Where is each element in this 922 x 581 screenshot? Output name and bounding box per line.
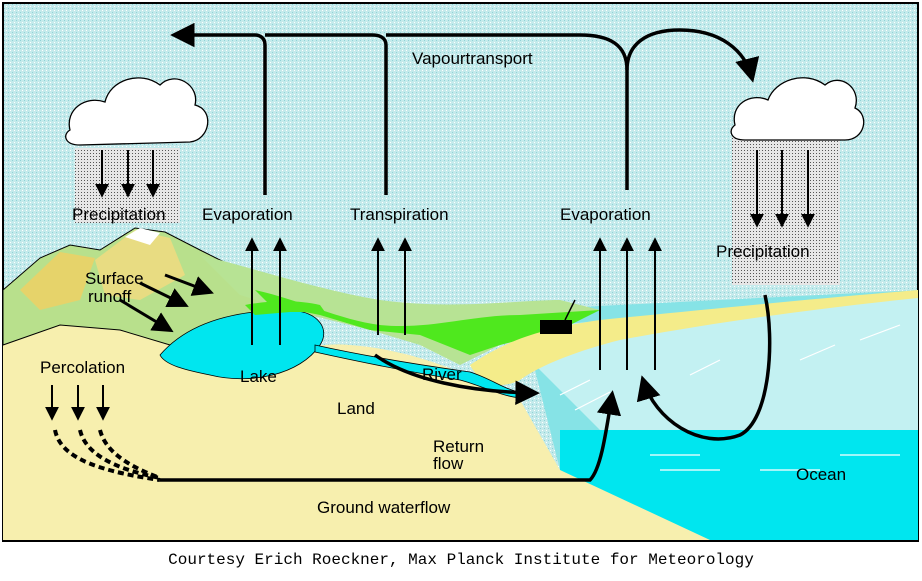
caption: Courtesy Erich Roeckner, Max Planck Inst… — [168, 551, 754, 569]
label-percolation: Percolation — [40, 358, 125, 377]
town-building — [540, 320, 572, 334]
return-flow-arrow — [373, 353, 540, 405]
label-vapour-transport: Vapourtransport — [412, 49, 533, 68]
vapour-transport-arrows — [170, 22, 760, 195]
label-ocean: Ocean — [796, 465, 846, 484]
label-surface-runoff-1: Surface — [85, 269, 144, 288]
precip-arrows-left — [95, 150, 160, 198]
evap-arrows-ocean — [593, 237, 662, 370]
label-lake: Lake — [240, 367, 277, 386]
transpiration-arrows — [371, 237, 412, 335]
label-return-flow-2: flow — [433, 454, 464, 473]
mountain-peak-2 — [95, 230, 185, 300]
label-evaporation-left: Evaporation — [202, 205, 293, 224]
beach — [470, 290, 918, 385]
label-evaporation-right: Evaporation — [560, 205, 651, 224]
label-land: Land — [337, 399, 375, 418]
ocean-cycle-arrow — [636, 294, 772, 441]
label-ground-water-flow: Ground waterflow — [317, 498, 451, 517]
label-precipitation-right: Precipitation — [716, 242, 810, 261]
cloud-right — [730, 77, 865, 285]
percolation-arrows — [45, 385, 110, 421]
town-chimney — [564, 299, 576, 321]
ground-water-flow-arrow — [160, 390, 622, 482]
label-precipitation-left: Precipitation — [72, 205, 166, 224]
runoff-arrows — [119, 273, 214, 333]
cloud-left — [65, 77, 209, 223]
lake — [159, 309, 325, 380]
rain-right — [732, 135, 840, 285]
vegetation-strip — [255, 290, 600, 355]
label-surface-runoff-2: runoff — [88, 287, 131, 306]
land — [3, 315, 710, 540]
mountain-snow — [125, 228, 160, 245]
label-river: River — [422, 365, 462, 384]
label-return-flow-1: Return — [433, 437, 484, 456]
label-transpiration: Transpiration — [350, 205, 449, 224]
lake-shore-vegetation — [245, 301, 325, 315]
evap-arrows-lake — [245, 237, 287, 345]
percolation-dashed — [53, 429, 161, 482]
mountain-peak-1 — [20, 252, 95, 310]
precip-arrows-right — [750, 150, 815, 228]
